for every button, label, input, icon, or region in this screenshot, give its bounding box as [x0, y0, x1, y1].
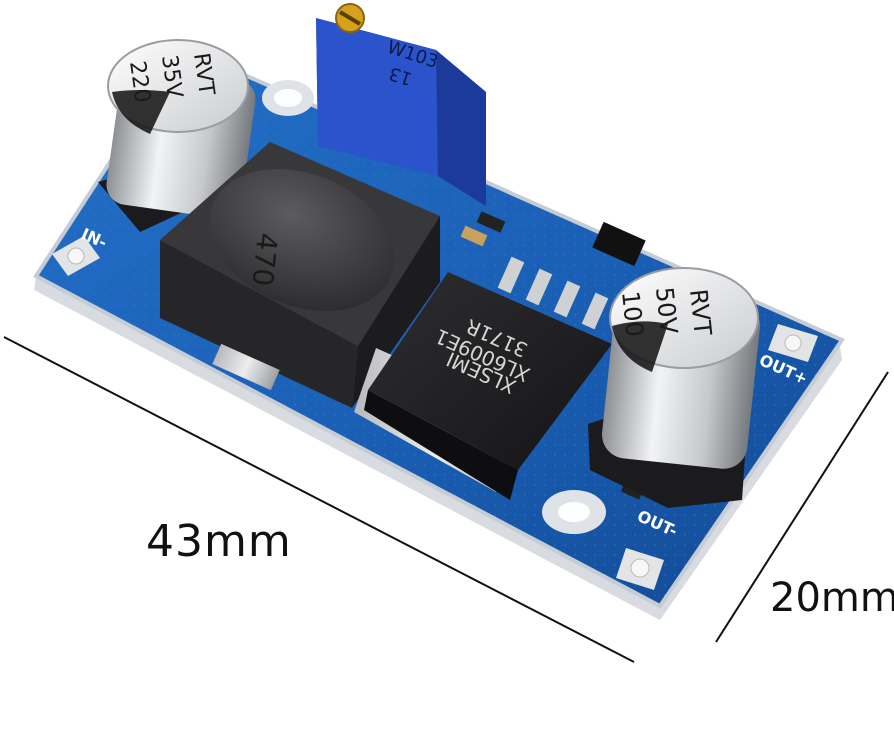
output-capacitor-line3: RVT [684, 288, 717, 337]
length-dimension-label: 43mm [146, 516, 292, 567]
mounting-holes [262, 80, 606, 534]
output-capacitor-line2: 50V [650, 286, 683, 336]
inductor-marking: 470 [245, 231, 283, 288]
width-dimension-line [715, 371, 889, 643]
xl6009-chip: XLSEMI XL6009E1 3171R [354, 272, 612, 500]
smd-components [460, 211, 646, 500]
input-capacitor: 220 35V RVT [98, 39, 256, 232]
trim-potentiometer: W103 13 [316, 3, 486, 206]
output-capacitor: 100 50V RVT [588, 267, 761, 508]
input-capacitor-line3: RVT [188, 51, 219, 97]
width-dimension-label: 20mm [770, 575, 894, 621]
chip-leads [497, 256, 609, 330]
length-dimension-line [3, 336, 635, 663]
output-capacitor-line1: 100 [616, 290, 649, 338]
input-capacitor-line2: 35V [156, 53, 187, 99]
inductor: 470 [160, 142, 440, 408]
input-capacitor-line1: 220 [124, 59, 155, 104]
solder-pads [52, 236, 818, 590]
